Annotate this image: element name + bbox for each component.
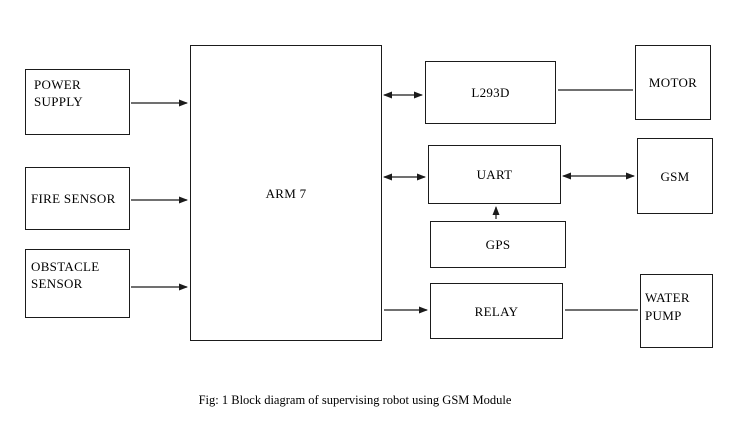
block-water-pump-label: WATER PUMP [645, 290, 690, 323]
block-motor-label: MOTOR [648, 75, 698, 90]
block-gsm-label: GSM [660, 168, 690, 184]
block-gps-label: GPS [485, 237, 511, 252]
block-relay: RELAY [430, 283, 563, 339]
block-power-supply: POWER SUPPLY [25, 69, 130, 135]
block-l293d: L293D [425, 61, 556, 124]
block-arm7-label: ARM 7 [265, 185, 307, 201]
block-fire-sensor-label: FIRE SENSOR [31, 191, 116, 206]
block-motor: MOTOR [635, 45, 711, 120]
figure-caption: Fig: 1 Block diagram of supervising robo… [198, 393, 512, 407]
block-power-supply-label: POWER SUPPLY [34, 77, 83, 109]
block-uart-label: UART [476, 167, 513, 182]
block-obstacle-sensor: OBSTACLE SENSOR [25, 249, 130, 318]
block-water-pump: WATER PUMP [640, 274, 713, 348]
block-arm7: ARM 7 [190, 45, 382, 341]
block-obstacle-sensor-label: OBSTACLE SENSOR [31, 259, 100, 291]
block-relay-label: RELAY [474, 303, 519, 319]
block-l293d-label: L293D [471, 85, 510, 100]
block-uart: UART [428, 145, 561, 204]
block-gps: GPS [430, 221, 566, 268]
block-fire-sensor: FIRE SENSOR [25, 167, 130, 230]
block-gsm: GSM [637, 138, 713, 214]
